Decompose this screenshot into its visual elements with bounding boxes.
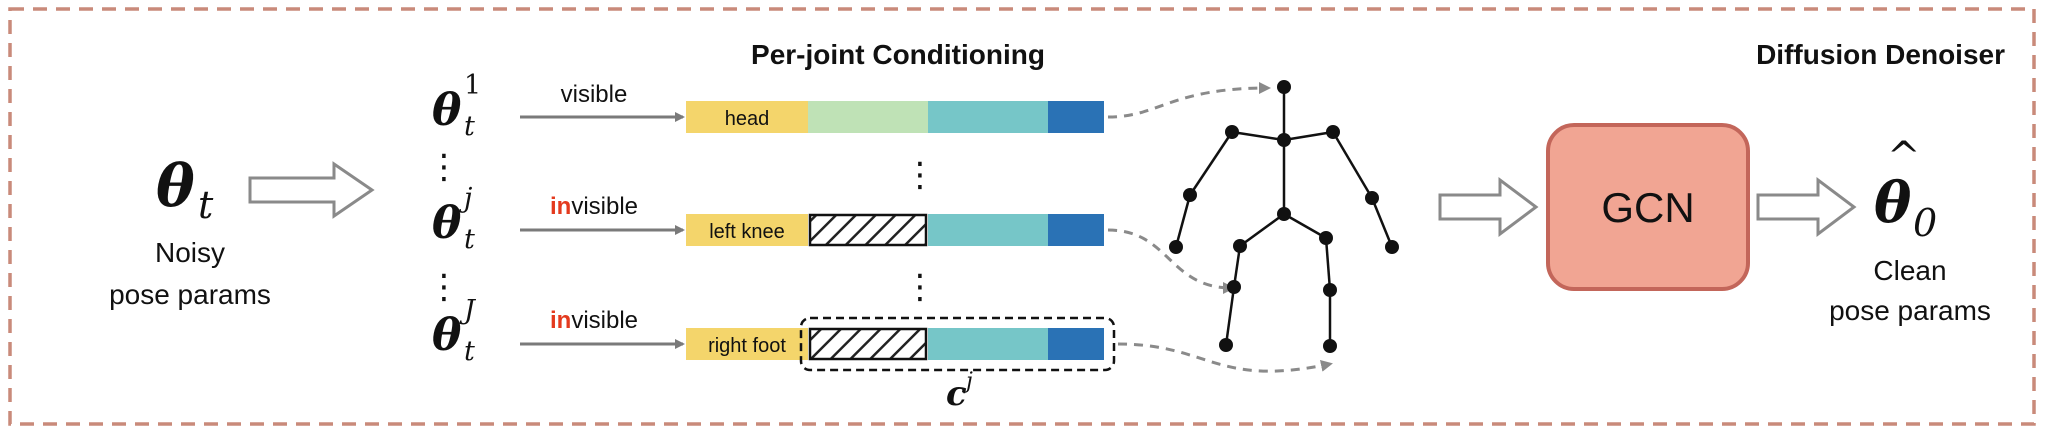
token-teal-j: [928, 214, 1048, 246]
dashed-arrow-head: [1107, 82, 1271, 119]
gcn-label: GCN: [1601, 184, 1694, 231]
output-caption-line1: Clean: [1873, 255, 1946, 286]
condition-box: [799, 316, 1116, 372]
conditioning-title: Per-joint Conditioning: [751, 39, 1045, 70]
token-blue-j: [1048, 214, 1104, 246]
token-masked-j: [808, 213, 928, 247]
output-theta-hat: ^: [1887, 134, 1921, 180]
status-prefix-J: in: [550, 307, 571, 334]
token-masked-J: [808, 327, 928, 361]
token-teal-1: [928, 101, 1048, 133]
joint-label-right-foot: right foot: [708, 335, 786, 357]
svg-text:t: t: [464, 336, 475, 367]
token-blue-1: [1048, 101, 1104, 133]
status-prefix-j: in: [550, 193, 571, 220]
module-label: Diffusion Denoiser: [1756, 39, 2005, 70]
vdots-left-1: ⋮: [427, 148, 461, 186]
token-joint-left-knee: [686, 214, 808, 246]
status-text-J: visible: [571, 307, 638, 334]
status-label-1: visible: [561, 81, 628, 108]
svg-text:θ: θ: [432, 198, 462, 249]
input-caption-line1: Noisy: [155, 237, 225, 268]
svg-text:t: t: [464, 224, 475, 255]
token-teal-J: [928, 328, 1048, 360]
hollow-arrow-to-output: [1756, 177, 1857, 237]
dashed-arrow-right-foot: [1117, 342, 1333, 373]
denoiser-frame: [8, 7, 2036, 426]
row-theta-j: θ j t: [432, 183, 475, 255]
input-theta-sub: t: [198, 183, 214, 227]
token-bar-head: head: [686, 101, 1104, 133]
svg-text:J: J: [459, 295, 477, 326]
svg-text:1: 1: [464, 70, 481, 101]
hollow-arrow-input: [248, 161, 375, 219]
dashed-arrow-left-knee: [1107, 228, 1235, 294]
vdots-left-2: ⋮: [427, 268, 461, 306]
svg-text:θ: θ: [432, 310, 462, 361]
output-theta: ^ θ 0: [1874, 134, 1937, 245]
token-visible-feature: [808, 101, 928, 133]
gcn-block: [1546, 123, 1750, 291]
vdots-mid-2: ⋮: [903, 268, 937, 306]
joint-label-left-knee: left knee: [709, 221, 785, 243]
status-label-J: invisible: [550, 307, 638, 334]
vdots-mid-1: ⋮: [903, 156, 937, 194]
svg-text:t: t: [464, 111, 475, 142]
skeleton-joints: [1169, 80, 1399, 353]
row-theta-1: θ 1 t: [432, 70, 481, 142]
token-blue-J: [1048, 328, 1104, 360]
token-joint-head: [686, 101, 808, 133]
token-bar-right-foot: right foot: [686, 327, 1104, 361]
output-caption-line2: pose params: [1829, 295, 1991, 326]
svg-text:θ: θ: [432, 85, 462, 136]
hollow-arrow-to-gcn: [1438, 177, 1539, 237]
joint-label-head: head: [725, 108, 770, 130]
status-text-j: visible: [571, 193, 638, 220]
status-label-j: invisible: [550, 193, 638, 220]
input-theta-symbol: θ: [156, 152, 195, 220]
status-text-1: visible: [561, 81, 628, 108]
token-joint-right-foot: [686, 328, 808, 360]
input-caption-line2: pose params: [109, 279, 271, 310]
token-bar-left-knee: left knee: [686, 213, 1104, 247]
row-theta-J: θ J t: [432, 295, 477, 367]
svg-text:c: c: [946, 374, 967, 414]
input-theta: θ t: [156, 152, 214, 227]
output-theta-sub: 0: [1913, 201, 1937, 245]
output-theta-symbol: θ: [1874, 170, 1912, 236]
condition-label: c j: [946, 369, 973, 414]
